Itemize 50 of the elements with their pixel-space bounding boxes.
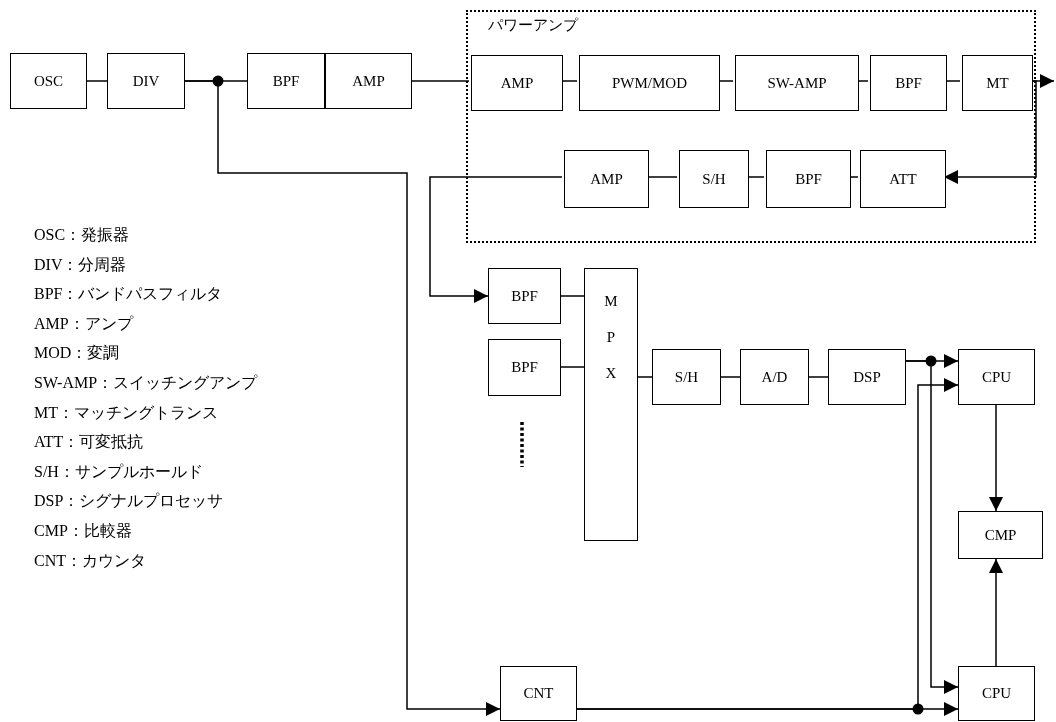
arrow xyxy=(184,80,501,716)
block-box: OSC xyxy=(10,53,87,109)
block-box: BPF xyxy=(247,53,325,109)
legend-text: MOD：変調 xyxy=(34,343,121,364)
block-box: AMP xyxy=(564,150,649,208)
block-box: MPX xyxy=(584,268,638,541)
arrow xyxy=(989,558,1003,667)
block-box: S/H xyxy=(679,150,749,208)
connector-line xyxy=(560,366,585,368)
block-box: CMP xyxy=(958,511,1043,559)
block-box: AMP xyxy=(325,53,412,109)
arrow xyxy=(429,176,563,303)
legend-text: SW-AMP：スイッチングアンプ xyxy=(34,372,258,393)
connector-line xyxy=(637,376,653,378)
block-box: DSP xyxy=(828,349,906,405)
block-box: S/H xyxy=(652,349,721,405)
legend-text: DSP：シグナルプロセッサ xyxy=(34,491,225,512)
legend-text: AMP：アンプ xyxy=(34,313,135,334)
legend-text: S/H：サンプルホールド xyxy=(34,461,204,482)
legend-text: CNT：カウンタ xyxy=(34,550,147,571)
block-box: BPF xyxy=(870,55,947,111)
arrow xyxy=(576,378,959,710)
block-box: A/D xyxy=(740,349,809,405)
arrow xyxy=(905,360,959,694)
connector-line xyxy=(86,80,108,82)
block-box: BPF xyxy=(488,339,561,396)
legend-text: OSC：発振器 xyxy=(34,225,131,245)
block-box: CPU xyxy=(958,349,1035,405)
block-box: ATT xyxy=(860,150,946,208)
legend-text: BPF：バンドパスフィルタ xyxy=(34,284,224,305)
group-frame xyxy=(466,10,1036,243)
block-box: CPU xyxy=(958,666,1035,721)
legend-text: CMP：比較器 xyxy=(34,520,133,541)
legend-text: MT：マッチングトランス xyxy=(34,402,219,423)
block-box: MT xyxy=(962,55,1033,111)
connector-line xyxy=(560,295,585,297)
block-box: CNT xyxy=(500,666,577,721)
legend-text: ATT：可変抵抗 xyxy=(34,432,145,453)
block-box: SW-AMP xyxy=(735,55,859,111)
block-box: DIV xyxy=(107,53,185,109)
group-title: パワーアンプ xyxy=(488,18,578,33)
block-box: PWM/MOD xyxy=(579,55,720,111)
block-box: BPF xyxy=(766,150,851,208)
connector-line xyxy=(720,376,741,378)
legend-text: DIV：分周器 xyxy=(34,254,128,275)
block-box: BPF xyxy=(488,268,561,324)
block-box: AMP xyxy=(471,55,563,111)
arrow xyxy=(989,404,1003,512)
connector-line xyxy=(411,80,470,82)
connector-line xyxy=(808,376,829,378)
